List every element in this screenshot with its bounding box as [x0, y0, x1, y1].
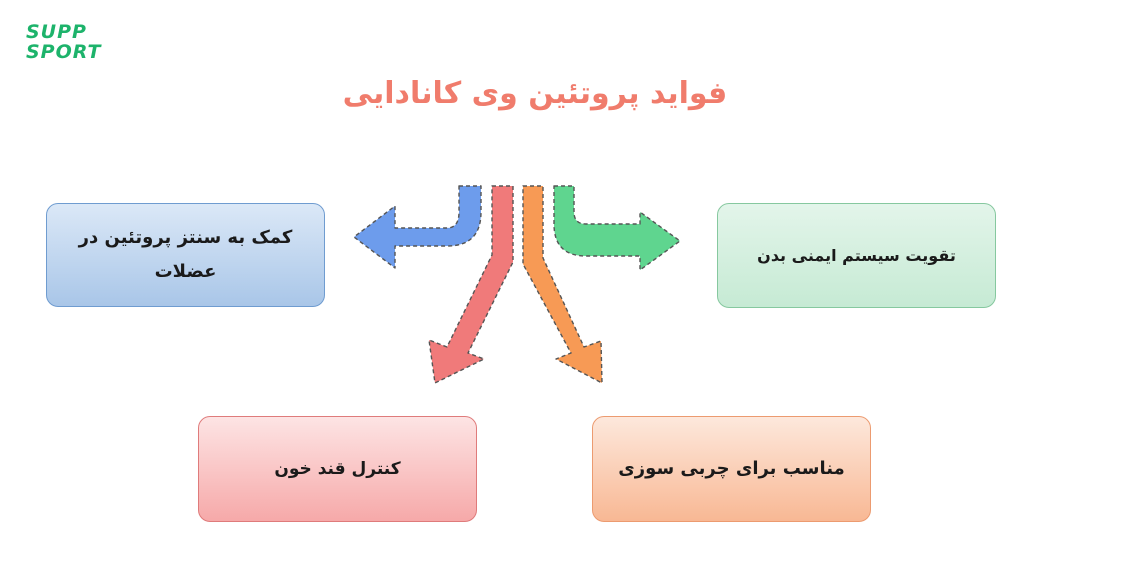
logo-line-1: SUPP	[26, 21, 87, 43]
box-blood-sugar: کنترل قند خون	[198, 416, 477, 522]
box-immune-system-text: تقویت سیستم ایمنی بدن	[757, 245, 956, 265]
box-fat-burning: مناسب برای چربی سوزی	[592, 416, 871, 522]
arrow-to-sugar-box	[428, 185, 514, 384]
diagram-title: فواید پروتئین وی کانادایی	[342, 76, 728, 111]
box-muscle-synthesis-text: کمک به سنتز پروتئین در عضلات	[78, 227, 293, 282]
logo-line-2: SPORT	[26, 41, 102, 63]
arrow-to-immune-box	[553, 185, 681, 271]
brand-logo: SUPP SPORT	[26, 22, 116, 66]
arrow-to-fat-box	[522, 185, 603, 384]
arrow-to-muscle-box	[353, 185, 482, 269]
box-blood-sugar-text: کنترل قند خون	[274, 459, 401, 479]
box-fat-burning-text: مناسب برای چربی سوزی	[618, 458, 845, 479]
box-muscle-synthesis: کمک به سنتز پروتئین در عضلات	[46, 203, 325, 307]
box-immune-system: تقویت سیستم ایمنی بدن	[717, 203, 996, 308]
